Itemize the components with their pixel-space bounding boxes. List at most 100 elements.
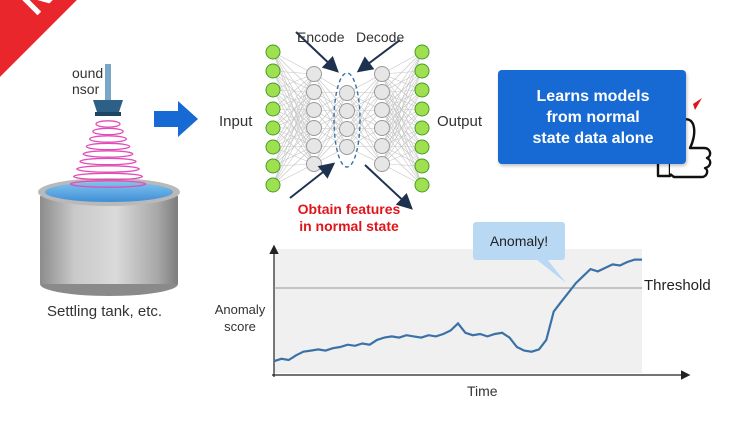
network-edge [346, 73, 383, 130]
right-arrow-icon [154, 101, 198, 137]
anomaly-annotation: Anomaly! [473, 222, 565, 260]
io-node [414, 82, 430, 98]
network-edge [272, 51, 315, 129]
network-edge [346, 73, 383, 148]
network-edge [313, 92, 348, 129]
network-edge [272, 89, 315, 147]
network-edge [381, 73, 423, 129]
output-label: Output [437, 113, 483, 130]
decode-label: Decode [356, 29, 405, 45]
wave-ring [69, 180, 147, 188]
network-edge [272, 51, 315, 93]
io-node [414, 158, 430, 174]
callout-text: Learns models from normal state data alo… [532, 88, 654, 147]
network-edge [346, 73, 383, 112]
x-axis-label: Time [467, 383, 498, 399]
encode-decode-arrows [289, 31, 413, 210]
network-edge [381, 89, 423, 165]
y-axis-label: Anomaly score [214, 302, 266, 334]
network-edge [272, 108, 315, 147]
io-node [265, 82, 281, 98]
io-node [265, 63, 281, 79]
hidden-node [306, 66, 322, 82]
hidden-node [339, 85, 355, 101]
network-edge [381, 109, 423, 167]
network-edge [381, 109, 423, 148]
network-edge [381, 91, 423, 167]
hidden-node [306, 138, 322, 154]
hidden-node [374, 120, 390, 136]
latent-layer-outline [333, 72, 361, 168]
network-edge [381, 127, 423, 186]
callout-box: Learns models from normal state data alo… [498, 70, 686, 164]
hidden-node [306, 84, 322, 100]
anomaly-chart [269, 244, 691, 380]
network-edge [381, 73, 423, 148]
network-edge [272, 70, 315, 129]
autoencoder-network [265, 44, 430, 193]
sensor-label-line2: nsor [72, 81, 100, 97]
annotation-pointer [536, 259, 566, 283]
io-node [414, 101, 430, 117]
network-edge [381, 127, 423, 167]
hidden-node [339, 139, 355, 155]
anomaly-annotation-text: Anomaly! [489, 233, 549, 249]
hidden-node [339, 103, 355, 119]
encode-label: Encode [297, 29, 345, 45]
network-edge [272, 127, 315, 186]
wave-ring [82, 150, 134, 158]
network-edge [272, 127, 315, 165]
network-edge [381, 91, 423, 148]
network-edge [272, 70, 315, 147]
network-edge [313, 92, 348, 165]
feature-label: Obtain features in normal state [297, 201, 401, 234]
io-node [414, 177, 430, 193]
network-edge [381, 51, 423, 93]
hidden-node [306, 156, 322, 172]
network-edge [381, 73, 423, 110]
hidden-node [306, 120, 322, 136]
network-edge [313, 128, 348, 165]
network-edge [272, 70, 315, 111]
network-edge [272, 89, 315, 129]
wave-ring [79, 157, 137, 166]
network-edge [346, 91, 383, 148]
hidden-node [374, 156, 390, 172]
io-node [414, 44, 430, 60]
input-label: Input [219, 113, 253, 130]
io-node [265, 101, 281, 117]
hidden-node [339, 121, 355, 137]
network-edge [381, 145, 423, 186]
network-edge [346, 109, 383, 148]
wave-ring [76, 165, 140, 173]
wave-ring [88, 135, 128, 143]
network-edge [381, 91, 423, 129]
hidden-node [374, 66, 390, 82]
tank-label: Settling tank, etc. [47, 303, 163, 320]
hidden-node [306, 102, 322, 118]
wave-ring [92, 127, 124, 136]
network-edge [313, 110, 348, 165]
network-edge [272, 109, 315, 186]
network-edge [272, 73, 315, 148]
network-edge [381, 51, 423, 111]
sensor-label-line1: ound [72, 65, 104, 81]
io-node [265, 177, 281, 193]
settling-tank-icon [38, 178, 180, 296]
io-node [414, 120, 430, 136]
network-edge [381, 109, 423, 186]
network-edge [272, 73, 315, 110]
ultrasound-wave-icon [69, 120, 147, 188]
hidden-node [374, 102, 390, 118]
wave-ring [72, 172, 144, 181]
anomaly-score-line [273, 258, 642, 363]
network-edge [272, 73, 315, 129]
io-node [414, 139, 430, 155]
wave-ring [95, 120, 121, 128]
io-node [265, 120, 281, 136]
hidden-node [374, 138, 390, 154]
plot-area [274, 249, 642, 373]
io-node [414, 63, 430, 79]
network-edge [381, 108, 423, 165]
